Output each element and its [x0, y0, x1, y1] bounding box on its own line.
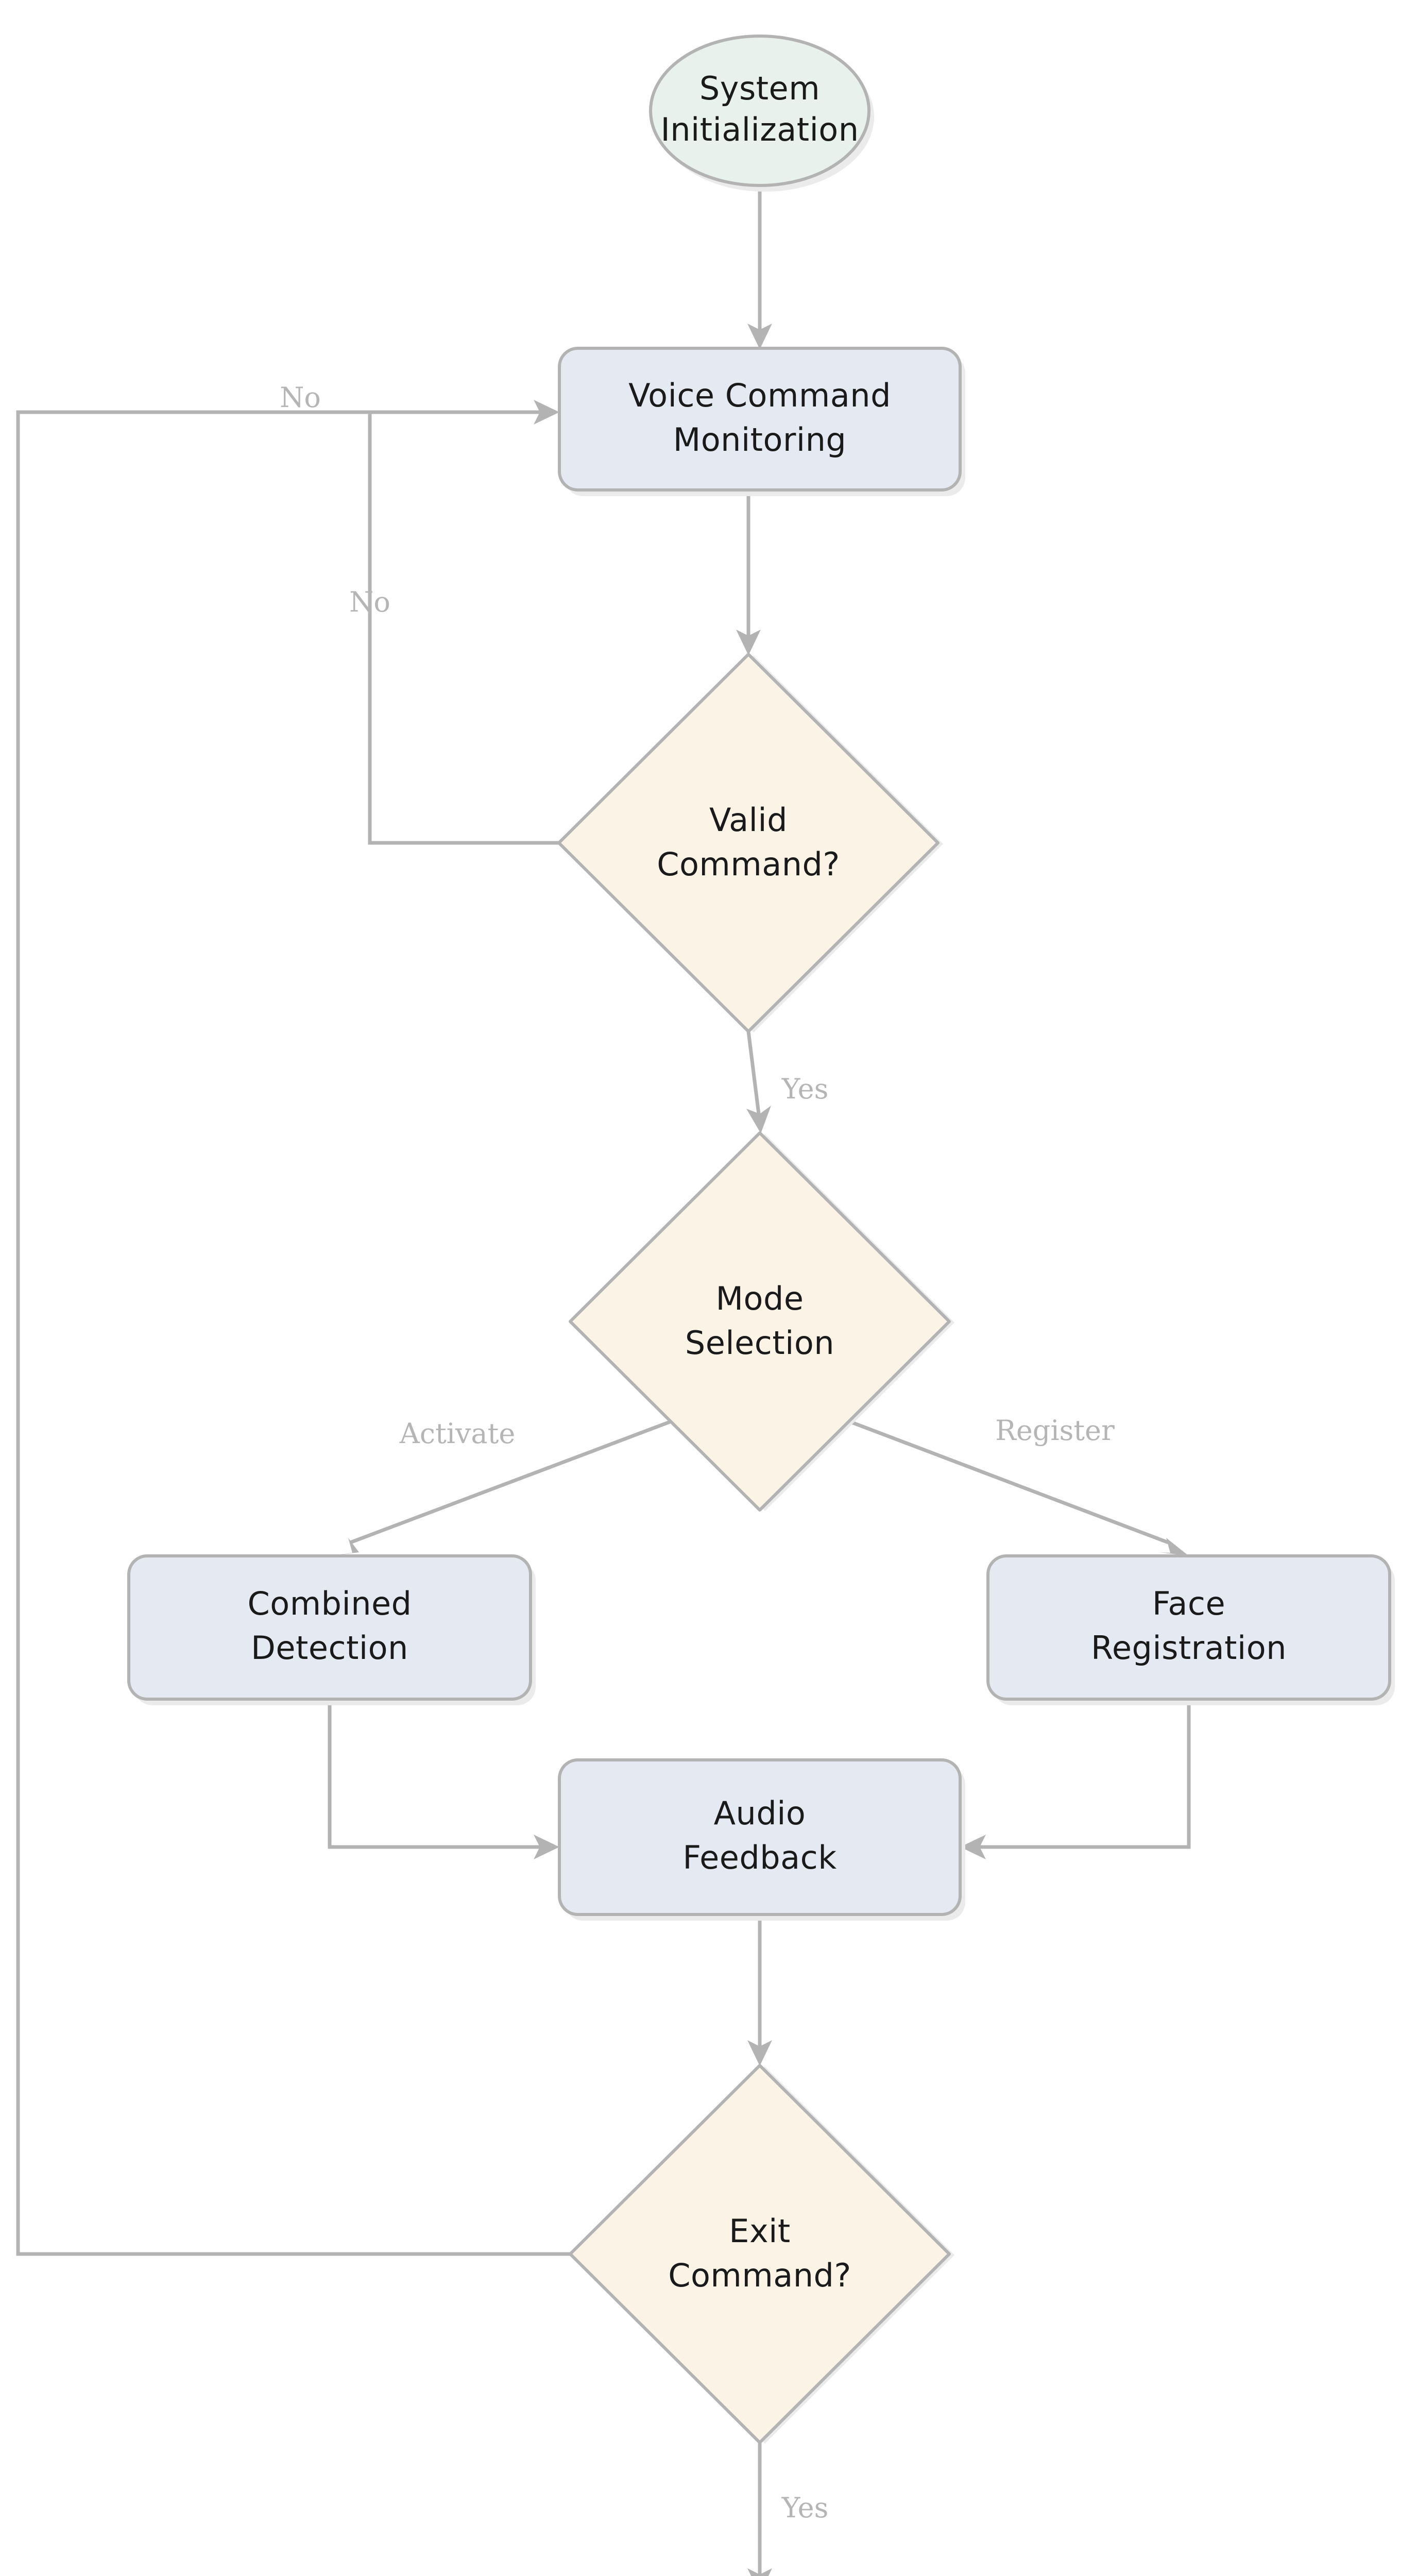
edge-mode-activate-to-combined [330, 1411, 695, 1556]
face-node-rect[interactable] [986, 1554, 1391, 1701]
combined-node-label-line2: Detection [251, 1629, 408, 1667]
valid-node-label-line2: Command? [657, 845, 840, 883]
mode-node-diamond[interactable] [569, 1131, 951, 1512]
valid-node-diamond[interactable] [557, 653, 940, 1033]
edge-audio-to-exit [747, 1914, 772, 2066]
combined-node-rect[interactable] [127, 1554, 532, 1701]
monitor-node-label-line2: Monitoring [673, 421, 847, 459]
valid-node-label-line1: Valid [709, 801, 788, 839]
start-node-ellipse[interactable] [649, 35, 870, 187]
start-node-label-line1: System [699, 70, 820, 107]
edge-start-to-monitor [747, 185, 772, 349]
exit-node-diamond[interactable] [569, 2064, 951, 2444]
edge-label-activate: Activate [399, 1417, 516, 1450]
face-node-label-line1: Face [1152, 1585, 1225, 1622]
audio-node-label-line2: Feedback [682, 1839, 836, 1876]
edge-exit-no-to-monitor [16, 400, 570, 2256]
edge-label-no-inner: No [349, 586, 390, 618]
node-valid-command-decision[interactable]: Valid Command? [557, 653, 943, 1033]
combined-node-label-line1: Combined [248, 1585, 412, 1622]
node-voice-command-monitoring[interactable]: Voice Command Monitoring [558, 347, 965, 496]
edge-exit-yes-to-shutdown [747, 2443, 772, 2576]
node-audio-feedback[interactable]: Audio Feedback [558, 1758, 965, 1921]
audio-node-label-line1: Audio [714, 1794, 806, 1832]
mode-node-label-line2: Selection [685, 1324, 834, 1362]
face-node-label-line2: Registration [1091, 1629, 1287, 1667]
edge-label-no-outer: No [280, 381, 321, 414]
edge-label-yes-exit: Yes [781, 2492, 829, 2524]
edge-valid-yes-to-mode [746, 1031, 771, 1133]
edge-combined-to-audio [328, 1699, 559, 1859]
node-face-registration[interactable]: Face Registration [986, 1554, 1395, 1705]
node-exit-command-decision[interactable]: Exit Command? [569, 2064, 954, 2444]
exit-node-label-line1: Exit [729, 2212, 790, 2250]
exit-node-label-line2: Command? [668, 2257, 851, 2294]
monitor-node-label-line1: Voice Command [628, 377, 891, 414]
node-system-initialization[interactable]: System Initialization [649, 35, 874, 192]
edge-label-layer: No No Yes Activate Register Yes [280, 381, 1115, 2524]
start-node-label-line2: Initialization [660, 111, 859, 148]
edge-face-to-audio [960, 1699, 1191, 1859]
edge-mode-register-to-face [825, 1411, 1189, 1556]
node-combined-detection[interactable]: Combined Detection [127, 1554, 536, 1705]
audio-node-rect[interactable] [558, 1758, 962, 1916]
edge-monitor-to-valid [736, 490, 761, 655]
node-layer: System Initialization Voice Command Moni… [127, 35, 1395, 2444]
edge-label-yes-valid: Yes [781, 1073, 829, 1105]
monitor-node-rect[interactable] [558, 347, 962, 492]
node-mode-selection-decision[interactable]: Mode Selection [569, 1131, 954, 1512]
edge-layer: monitor (inner loop) --> monitor (outer … [16, 185, 1191, 2576]
edge-label-register: Register [995, 1414, 1115, 1447]
edge-valid-no-to-monitor [368, 412, 559, 845]
mode-node-label-line1: Mode [716, 1280, 804, 1317]
